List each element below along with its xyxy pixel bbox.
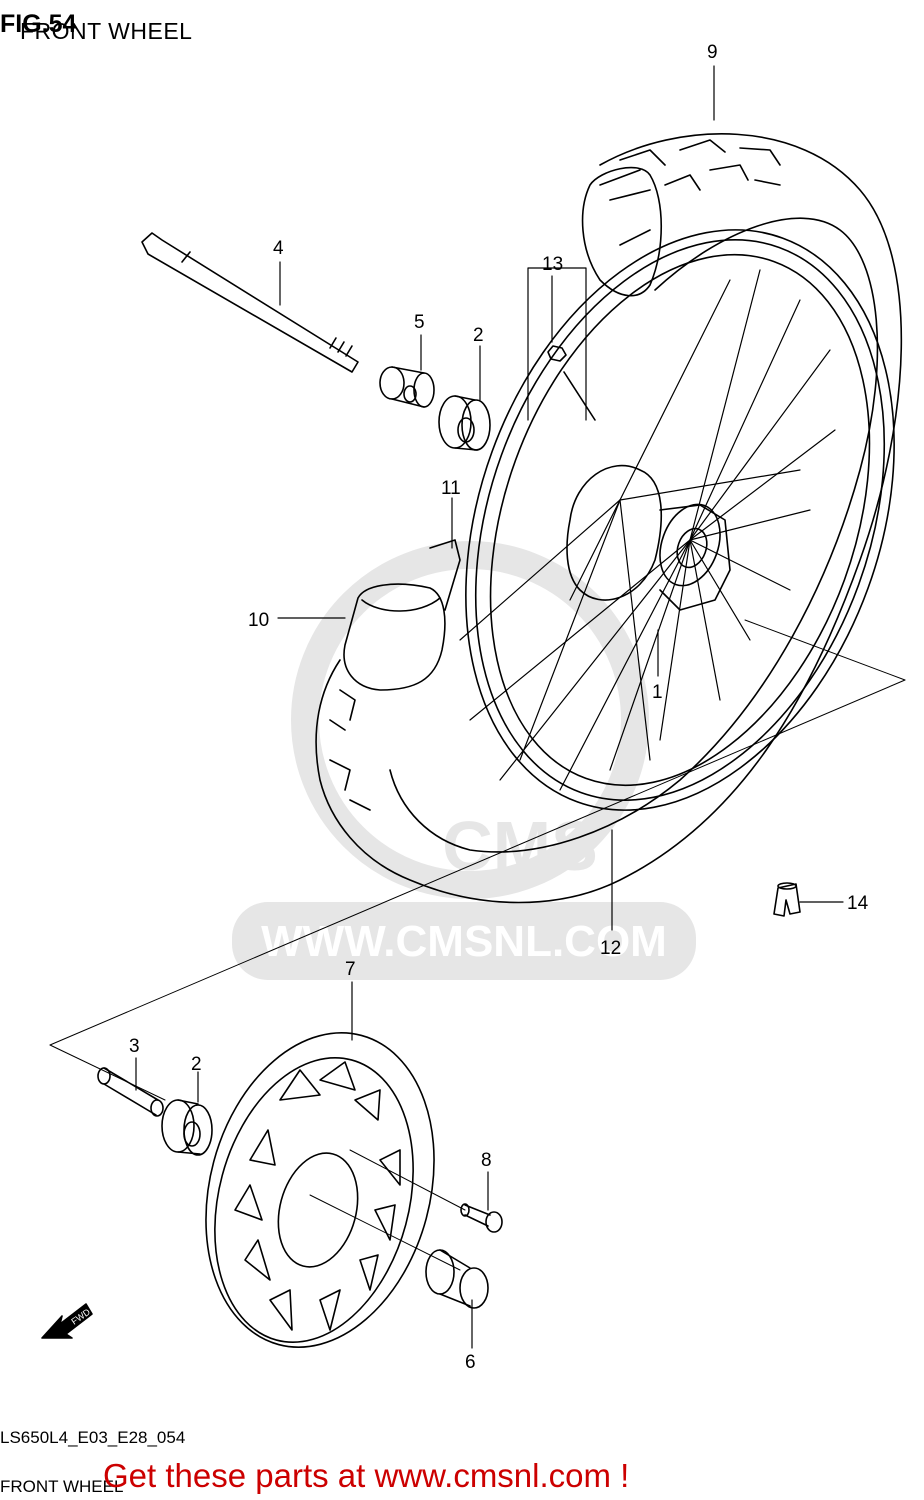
bolt-part	[460, 1203, 503, 1233]
watermark: WWW.CMSNL.COM CMS	[232, 541, 696, 980]
leader-lines	[135, 65, 844, 1349]
brake-disc-part	[205, 1032, 435, 1348]
callout-2a: 2	[473, 325, 484, 346]
spacer-part	[379, 366, 435, 408]
callout-2b: 2	[191, 1054, 202, 1075]
footer-title: FRONT WHEEL	[0, 1477, 124, 1496]
axle-part	[141, 232, 359, 373]
spokes-part	[459, 269, 836, 791]
hub-part	[566, 464, 731, 611]
callout-14: 14	[847, 893, 869, 914]
callout-11: 11	[441, 478, 461, 499]
spacer-part-bottom	[425, 1249, 489, 1309]
callout-12: 12	[600, 938, 621, 959]
callout-9: 9	[707, 42, 718, 63]
callout-10: 10	[248, 610, 269, 631]
watermark-logo: CMS	[442, 807, 598, 885]
promo-link[interactable]: Get these parts at www.cmsnl.com !	[103, 1457, 630, 1494]
callout-5: 5	[414, 312, 425, 333]
diagram-code: LS650L4_E03_E28_054	[0, 1428, 186, 1447]
callout-7: 7	[345, 959, 356, 980]
rim-part	[465, 229, 895, 811]
callout-labels: 1 2 2 3 4 5 6 7 8 9 10 11 12 13 14	[129, 42, 869, 1373]
bearing-part-top	[438, 395, 491, 451]
tube-part	[343, 539, 461, 691]
callout-6: 6	[465, 1352, 476, 1373]
figure-title: FRONT WHEEL	[20, 18, 193, 44]
figure-number: FIG.54	[0, 10, 77, 38]
clip-part	[773, 882, 801, 917]
callout-8: 8	[481, 1150, 492, 1171]
tire-part	[315, 133, 903, 904]
collar-part	[97, 1067, 164, 1117]
forward-arrow-icon	[41, 1303, 93, 1339]
center-lines	[49, 619, 906, 1271]
callout-4: 4	[273, 238, 284, 259]
callout-3: 3	[129, 1036, 140, 1057]
callout-1: 1	[652, 682, 663, 703]
watermark-text: WWW.CMSNL.COM	[261, 917, 667, 966]
valve-part	[547, 345, 596, 421]
bearing-part-bottom	[161, 1099, 213, 1156]
callout-13: 13	[542, 254, 563, 275]
